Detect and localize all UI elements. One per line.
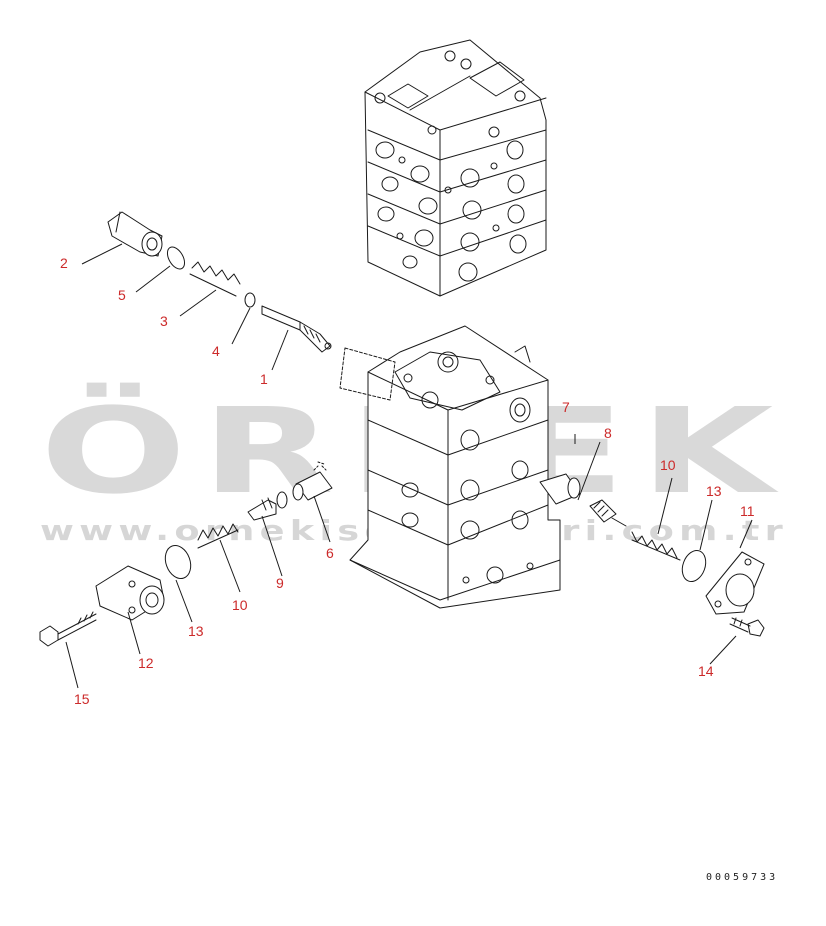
callout-7: 7 bbox=[562, 399, 570, 415]
callout-15: 15 bbox=[74, 691, 90, 707]
part-6-sleeve bbox=[292, 461, 333, 501]
callout-3: 3 bbox=[160, 313, 168, 329]
part-7-sleeve bbox=[539, 473, 581, 505]
leader-lines bbox=[65, 243, 753, 689]
part-13-o-ring-right bbox=[681, 550, 707, 582]
callout-5: 5 bbox=[118, 287, 126, 303]
part-8-spool-end bbox=[589, 499, 627, 527]
part-5-o-ring bbox=[166, 246, 186, 270]
callout-13-left: 13 bbox=[188, 623, 204, 639]
valve-stack-assembled bbox=[364, 39, 547, 297]
part-14-bolt bbox=[729, 617, 765, 637]
callout-12: 12 bbox=[138, 655, 154, 671]
part-12-cover bbox=[95, 565, 165, 621]
part-11-cover bbox=[705, 551, 765, 615]
part-2-end-cap bbox=[107, 211, 163, 257]
callout-4: 4 bbox=[212, 343, 220, 359]
callout-10-right: 10 bbox=[660, 457, 676, 473]
part-4-washer bbox=[244, 292, 256, 308]
callout-14: 14 bbox=[698, 663, 714, 679]
part-10-spring-right bbox=[631, 531, 681, 561]
part-15-bolt bbox=[39, 611, 97, 647]
callout-1: 1 bbox=[260, 371, 268, 387]
callout-2: 2 bbox=[60, 255, 68, 271]
callout-9: 9 bbox=[276, 575, 284, 591]
part-3-spring bbox=[189, 261, 241, 297]
part-1-spool bbox=[261, 305, 332, 353]
callout-10-left: 10 bbox=[232, 597, 248, 613]
part-13-o-ring-left bbox=[164, 545, 192, 579]
part-10-spring-left bbox=[197, 523, 239, 549]
callouts: 2 5 3 4 1 6 7 8 9 10 10 11 12 13 13 14 1… bbox=[60, 255, 755, 707]
part-9-spool-end bbox=[247, 491, 288, 521]
reference-code: 00059733 bbox=[706, 872, 778, 883]
valve-body bbox=[339, 325, 561, 609]
callout-6: 6 bbox=[326, 545, 334, 561]
callout-13-right: 13 bbox=[706, 483, 722, 499]
callout-11: 11 bbox=[740, 503, 755, 519]
callout-8: 8 bbox=[604, 425, 612, 441]
